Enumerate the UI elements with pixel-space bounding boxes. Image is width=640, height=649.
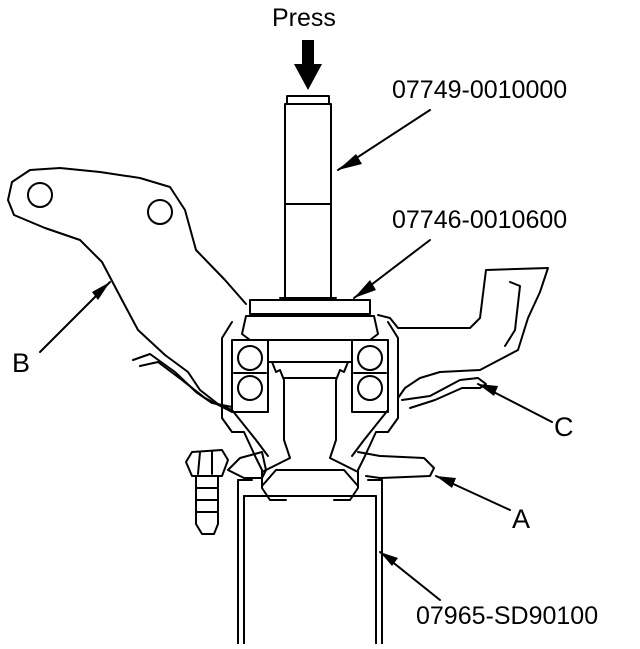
hub-housing-left (221, 321, 287, 501)
bearing-left (231, 339, 269, 413)
press-arrow-icon (294, 40, 322, 90)
press-label: Press (272, 4, 336, 32)
callout-driver-top: 07749-0010000 (392, 76, 568, 104)
knuckle-hole-right (147, 199, 173, 225)
driver-attachment (241, 299, 379, 363)
bearing-right (351, 339, 389, 413)
callout-support-base: 07965-SD90100 (416, 602, 599, 630)
driver-shaft (279, 95, 337, 299)
knuckle-hole-left (27, 182, 53, 208)
hub-flange-a (227, 451, 267, 479)
knuckle-arm-b (7, 167, 247, 411)
callout-label-b: B (12, 348, 31, 378)
hub-bolt (185, 449, 229, 535)
callout-label-c: C (554, 412, 574, 442)
callout-label-a: A (512, 504, 531, 534)
knuckle-arm-c (377, 267, 549, 399)
leader-lines (39, 109, 553, 601)
support-base (237, 479, 383, 645)
hub-bore (261, 361, 359, 487)
hub-housing-right (333, 321, 399, 501)
callout-driver-attachment: 07746-0010600 (392, 206, 568, 234)
